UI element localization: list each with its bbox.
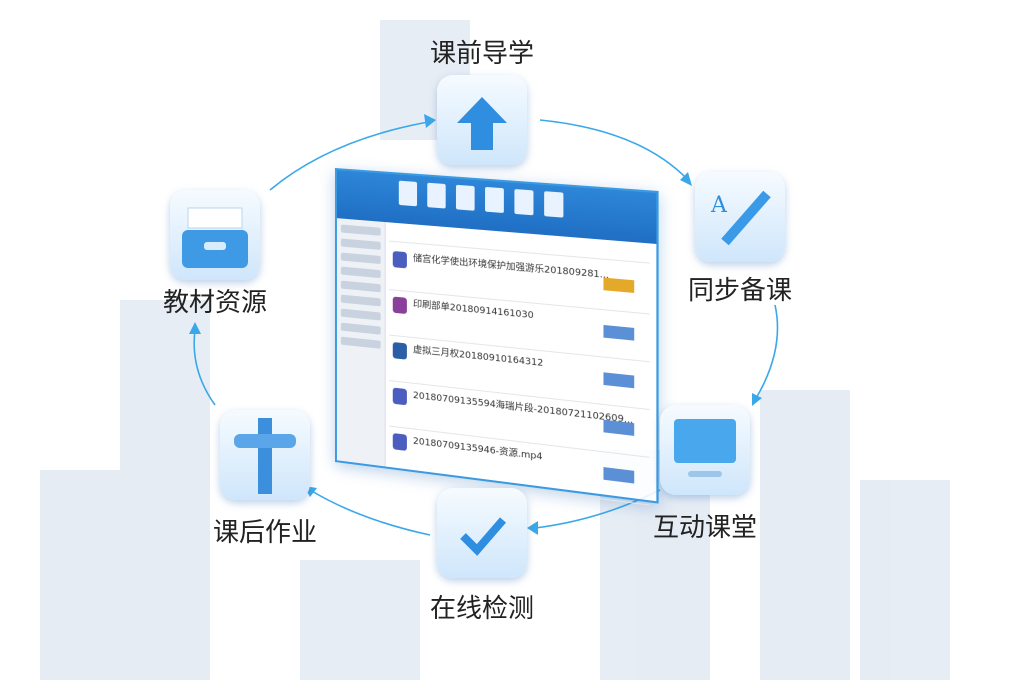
document-icon (392, 296, 407, 315)
action-button (603, 467, 635, 484)
stage-homework: 课后作业 (210, 410, 320, 548)
arrow-1 (269, 121, 429, 191)
toolbar-icon (544, 191, 564, 218)
svg-text:A: A (710, 193, 728, 218)
toolbar-icon (514, 189, 534, 216)
toolbar-icon (427, 182, 446, 209)
action-button (603, 372, 635, 389)
stage-lesson-prep: A 同步备课 (685, 172, 795, 306)
video-icon (392, 387, 407, 406)
model-icon (392, 342, 407, 360)
action-button (603, 324, 635, 341)
upload-folder-icon (437, 75, 527, 165)
action-button (603, 277, 635, 293)
arrow-3 (754, 304, 779, 401)
arrow-2 (539, 119, 689, 181)
toolbar-icon (398, 180, 418, 207)
stage-label: 课后作业 (212, 518, 318, 548)
arrow-5 (309, 489, 431, 536)
stage-online-test: 在线检测 (427, 488, 537, 624)
stage-label: 教材资源 (162, 288, 268, 318)
toolbar-icon (455, 184, 475, 211)
stage-textbook-resources: 教材资源 (160, 190, 270, 318)
app-window-screenshot: 储宫化学使出环境保护加强游乐2018092​81... 印刷部单20180914… (335, 168, 659, 506)
video-icon (392, 433, 407, 451)
arrow-6 (193, 329, 216, 406)
monitor-icon (660, 405, 750, 495)
action-button (603, 419, 635, 436)
stage-label: 互动课堂 (652, 513, 758, 543)
stage-label: 在线检测 (429, 594, 535, 624)
pencil-document-icon: A (695, 172, 785, 262)
toolbar-icon (485, 186, 504, 214)
stage-label: 课前导学 (429, 39, 535, 69)
stage-label: 同步备课 (687, 276, 793, 306)
video-icon (392, 250, 407, 269)
checklist-clipboard-icon (437, 488, 527, 578)
stage-pre-class: 课前导学 (427, 39, 537, 165)
file-drawer-icon (170, 190, 260, 280)
window-sidebar (336, 218, 386, 467)
stage-interactive-class: 互动课堂 (650, 405, 760, 543)
schoolbag-icon (220, 410, 310, 500)
